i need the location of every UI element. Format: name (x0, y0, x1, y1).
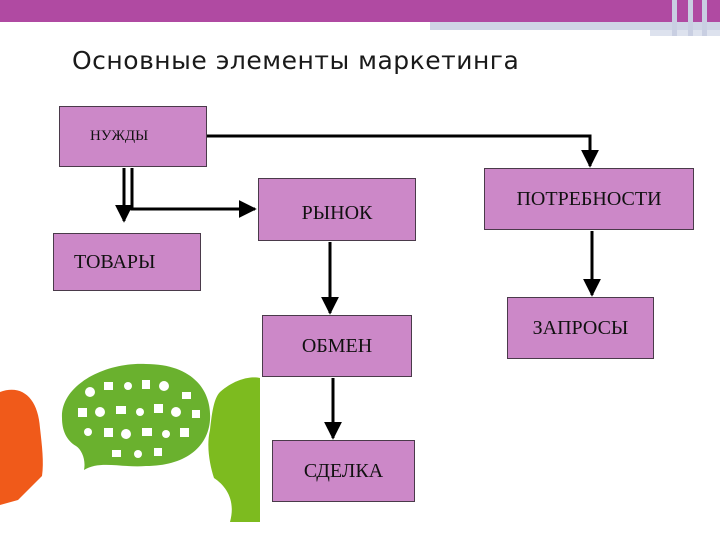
speech-bubble (61, 363, 211, 470)
node-deal-label: СДЕЛКА (303, 459, 384, 482)
node-exchange-label: ОБМЕН (301, 334, 373, 357)
arrow-needs-wants (207, 134, 599, 168)
node-deal: СДЕЛКА (272, 440, 415, 502)
top-banner (0, 0, 720, 22)
node-needs-label: НУЖДЫ (90, 128, 149, 144)
node-needs: НУЖДЫ (59, 106, 207, 167)
node-demands: ЗАПРОСЫ (507, 297, 654, 359)
top-banner-accent (430, 22, 720, 30)
top-banner-accent-small (650, 30, 720, 36)
top-banner-stripe (688, 0, 693, 36)
node-market-label: РЫНОК (301, 202, 373, 224)
page-title: Основные элементы маркетинга (72, 46, 520, 75)
node-market: РЫНОК (258, 178, 416, 241)
right-head-silhouette (208, 377, 260, 522)
node-demands-label: ЗАПРОСЫ (532, 316, 629, 339)
node-wants-label: ПОТРЕБНОСТИ (516, 187, 662, 210)
arrow-needs-market (130, 168, 257, 218)
node-goods-label: ТОВАРЫ (74, 250, 156, 273)
speech-bubble-icons (61, 363, 211, 470)
top-banner-stripe (702, 0, 707, 36)
node-wants: ПОТРЕБНОСТИ (484, 168, 694, 230)
node-exchange: ОБМЕН (262, 315, 412, 377)
top-banner-stripe (672, 0, 677, 36)
left-head-silhouette (0, 389, 43, 505)
node-goods: ТОВАРЫ (53, 233, 201, 291)
